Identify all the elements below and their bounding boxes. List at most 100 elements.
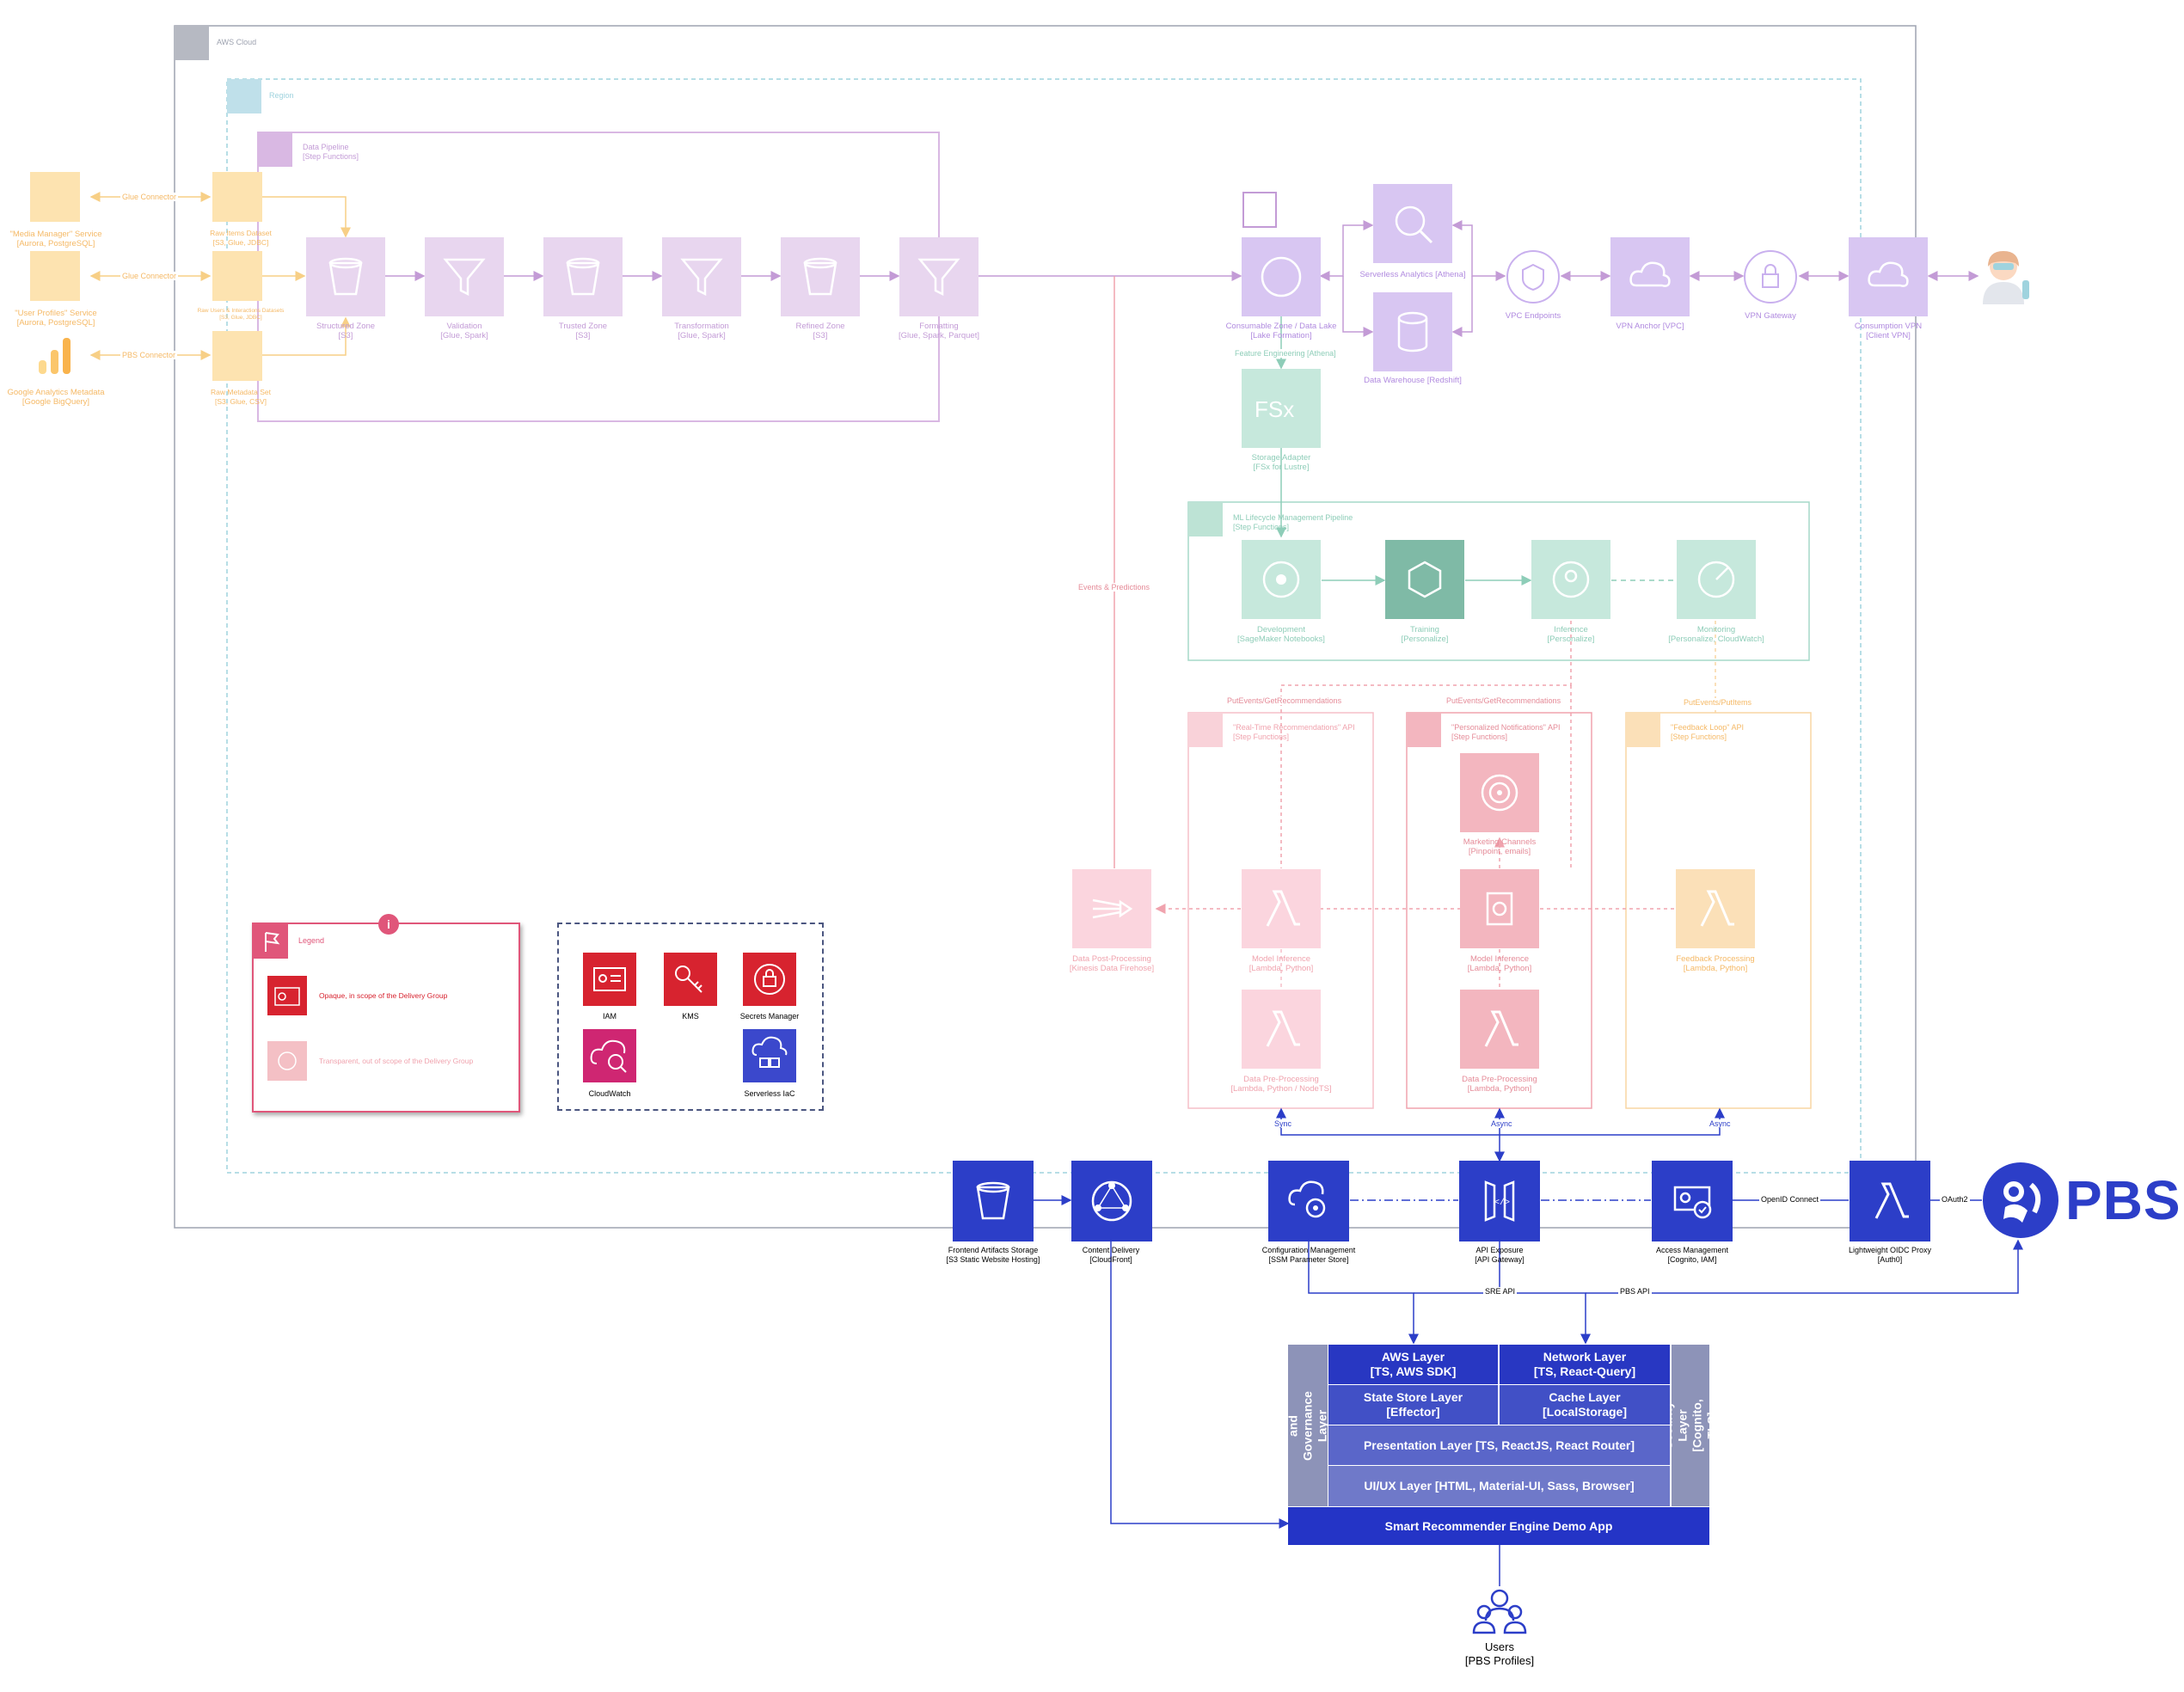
lambda-icon	[1850, 1161, 1930, 1241]
raw-set-label: Raw Items Dataset [S3, Glue, JDBC]	[210, 229, 272, 247]
uiux-layer: UI/UX Layer [HTML, Material-UI, Sass, Br…	[1328, 1466, 1670, 1506]
vpn-anchor-label: VPN Anchor [VPC]	[1616, 322, 1684, 331]
state-store-layer: State Store Layer [Effector]	[1328, 1385, 1498, 1425]
vpc-endpoint-icon	[1506, 250, 1560, 303]
iam-icon	[583, 953, 636, 1006]
api-call-label: PutEvents/GetRecommendations	[1225, 696, 1344, 705]
glue-funnel-icon	[425, 237, 504, 316]
aws-cloud-label: AWS Cloud	[217, 38, 257, 46]
frontend-label: Configuration Management [SSM Parameter …	[1261, 1246, 1356, 1264]
sagemaker-icon	[1242, 540, 1321, 619]
pbs-wordmark: PBS	[2065, 1169, 2181, 1231]
pipeline-step-label: Formatting [Glue, Spark, Parquet]	[899, 322, 979, 340]
vpc-endpoints-label: VPC Endpoints	[1505, 311, 1561, 321]
frontend-label: Access Management [Cognito, IAM]	[1655, 1246, 1729, 1264]
pipeline-step-label: Structured Zone [S3]	[316, 322, 376, 340]
frontend-label: Frontend Artifacts Storage [S3 Static We…	[946, 1246, 1040, 1264]
openid-label: OpenID Connect	[1759, 1195, 1821, 1204]
feature-engineering-label: Feature Engineering [Athena]	[1233, 349, 1338, 358]
fsx-label: Storage Adapter [FSx for Lustre]	[1251, 453, 1311, 472]
rt-pre-label: Data Pre-Processing [Lambda, Python / No…	[1230, 1075, 1332, 1094]
app-name-bar: Smart Recommender Engine Demo App	[1288, 1507, 1709, 1545]
pn-channels-label: Marketing Channels [Pinpoint, emails]	[1463, 837, 1537, 856]
s3-bucket-icon	[306, 237, 385, 316]
ml-step-label: Development [SageMaker Notebooks]	[1237, 625, 1325, 644]
governance-layer: Management and Governance Layer [Sentry]	[1272, 1345, 1344, 1506]
users-label: Users [PBS Profiles]	[1464, 1640, 1535, 1667]
api-call-label: PutEvents/PutItems	[1682, 698, 1754, 707]
personalize-inference-icon	[1531, 540, 1610, 619]
region-label: Region	[269, 91, 294, 100]
presentation-layer: Presentation Layer [TS, ReactJS, React R…	[1328, 1425, 1670, 1465]
network-layer: Network Layer [TS, React-Query]	[1500, 1345, 1670, 1384]
legend-panel: Legend i Opaque, in scope of the Deliver…	[252, 914, 520, 1113]
rt-inference-label: Model Inference [Lambda, Python]	[1248, 954, 1314, 973]
service-label: IAM	[602, 1012, 617, 1021]
lake-formation-icon	[1242, 237, 1321, 316]
redshift-icon	[1373, 292, 1452, 371]
lambda-icon	[1242, 990, 1321, 1069]
source-label: "User Profiles" Service [Aurora, Postgre…	[15, 309, 97, 328]
api-call-label: PutEvents/GetRecommendations	[1445, 696, 1563, 705]
glue-icon	[212, 331, 262, 381]
security-layer: Security Layer [Cognito, TLS]	[1661, 1345, 1719, 1506]
consumption-vpn-label: Consumption VPN [Client VPN]	[1854, 322, 1923, 340]
frontend-label: Content Delivery [CloudFront]	[1082, 1246, 1140, 1264]
data-pipeline-label: Data Pipeline [Step Functions]	[303, 143, 359, 161]
step-functions-icon	[1460, 869, 1539, 948]
users-icon	[1472, 1586, 1527, 1636]
consumable-zone-label: Consumable Zone / Data Lake [Lake Format…	[1225, 322, 1337, 340]
aurora-icon	[30, 251, 80, 301]
transparent-sample-icon	[267, 1041, 307, 1081]
svg-text:</>: </>	[1494, 1198, 1510, 1208]
s3-bucket-icon	[781, 237, 860, 316]
athena-icon	[1373, 184, 1452, 263]
monitoring-icon	[1677, 540, 1756, 619]
lock-icon	[1744, 250, 1797, 303]
svg-text:FSx: FSx	[1255, 396, 1294, 422]
source-label: "Media Manager" Service [Aurora, Postgre…	[9, 230, 102, 248]
async-label: Async	[1708, 1119, 1733, 1128]
fl-processing-label: Feedback Processing [Lambda, Python]	[1676, 954, 1755, 973]
ml-pipeline-label: ML Lifecycle Management Pipeline [Step F…	[1233, 513, 1353, 531]
fl-api-label: "Feedback Loop" API [Step Functions]	[1671, 723, 1744, 741]
lambda-icon	[1242, 869, 1321, 948]
rt-api-label: "Real-Time Recommendations" API [Step Fu…	[1233, 723, 1355, 741]
firehose-label: Data Post-Processing [Kinesis Data Fireh…	[1069, 954, 1155, 973]
service-label: KMS	[682, 1012, 699, 1021]
pipeline-step-label: Refined Zone [S3]	[795, 322, 845, 340]
security-layer-label: Security Layer [Cognito, TLS]	[1661, 1399, 1720, 1452]
pipeline-step-label: Validation [Glue, Spark]	[440, 322, 488, 340]
cache-layer: Cache Layer [LocalStorage]	[1500, 1385, 1670, 1425]
frontend-label: API Exposure [API Gateway]	[1475, 1246, 1525, 1264]
kms-icon	[664, 953, 717, 1006]
ml-step-label: Inference [Personalize]	[1547, 625, 1595, 644]
glue-icon	[212, 251, 262, 301]
personalize-training-icon	[1385, 540, 1464, 619]
info-icon: i	[378, 914, 399, 935]
frontend-label: Lightweight OIDC Proxy [Auth0]	[1848, 1246, 1932, 1264]
vpn-gateway-label: VPN Gateway	[1745, 311, 1796, 321]
sync-label: Sync	[1273, 1119, 1294, 1128]
cloudfront-icon	[1071, 1161, 1152, 1241]
pipeline-step-label: Trusted Zone [S3]	[558, 322, 608, 340]
async-label: Async	[1489, 1119, 1514, 1128]
api-gateway-icon: </>	[1459, 1161, 1540, 1241]
s3-bucket-icon	[953, 1161, 1034, 1241]
s3-bucket-icon	[543, 237, 623, 316]
opaque-sample-icon	[267, 976, 307, 1015]
sre-api-label: SRE API	[1483, 1287, 1518, 1296]
pn-api-label: "Personalized Notifications" API [Step F…	[1451, 723, 1561, 741]
legend-opaque-text: Opaque, in scope of the Delivery Group	[319, 991, 448, 1000]
lambda-icon	[1676, 869, 1755, 948]
source-label: Google Analytics Metadata [Google BigQue…	[7, 388, 105, 407]
lambda-icon	[1460, 990, 1539, 1069]
connector-label: Glue Connector	[120, 193, 179, 201]
flag-icon	[254, 924, 288, 959]
pipeline-step-label: Transformation [Glue, Spark]	[674, 322, 729, 340]
connector-label: PBS Connector	[120, 351, 178, 359]
aurora-icon	[30, 172, 80, 222]
serverless-iac-icon	[743, 1029, 796, 1082]
legend-title: Legend	[298, 936, 325, 945]
